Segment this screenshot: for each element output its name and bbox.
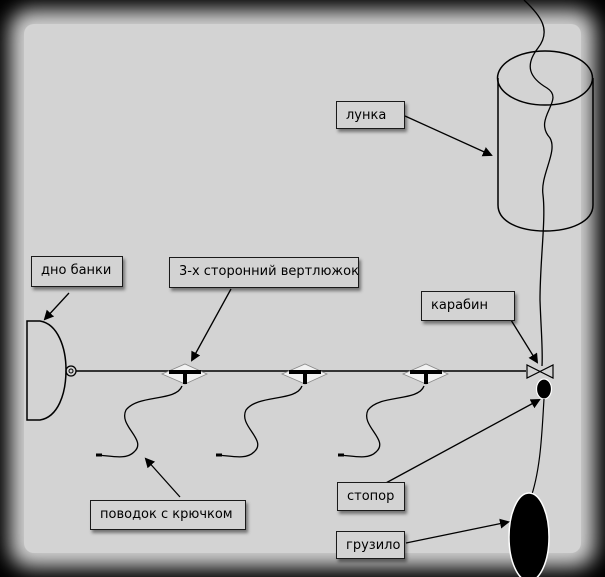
hole-cylinder	[496, 50, 594, 232]
arrow-hole	[404, 115, 493, 157]
leash-1	[96, 385, 183, 458]
arrow-jar-bottom	[43, 292, 70, 321]
arrow-sinker	[405, 518, 510, 544]
sinker-shape	[508, 492, 550, 577]
label-jar-bottom: дно банки	[31, 256, 123, 287]
leash-2	[216, 385, 303, 458]
label-carabiner: карабин	[421, 291, 515, 321]
arrow-stopper	[383, 399, 541, 485]
label-swivel: 3-х сторонний вертлюжок	[169, 257, 359, 288]
jar-bottom-shape	[26, 320, 77, 421]
swivel-3	[401, 363, 449, 385]
arrow-leash	[144, 457, 181, 498]
leash-3	[338, 385, 425, 458]
stopper-shape	[535, 378, 553, 400]
swivel-2	[280, 363, 328, 385]
main-line	[523, 0, 554, 367]
label-hole: лунка	[336, 101, 405, 129]
arrow-carabiner	[510, 319, 539, 364]
label-leash: поводок с крючком	[90, 500, 246, 530]
label-sinker: грузило	[336, 531, 405, 559]
carabiner-shape	[526, 364, 554, 379]
label-stopper: стопор	[337, 482, 405, 511]
swivel-1	[160, 363, 208, 385]
arrow-swivel	[191, 288, 232, 362]
